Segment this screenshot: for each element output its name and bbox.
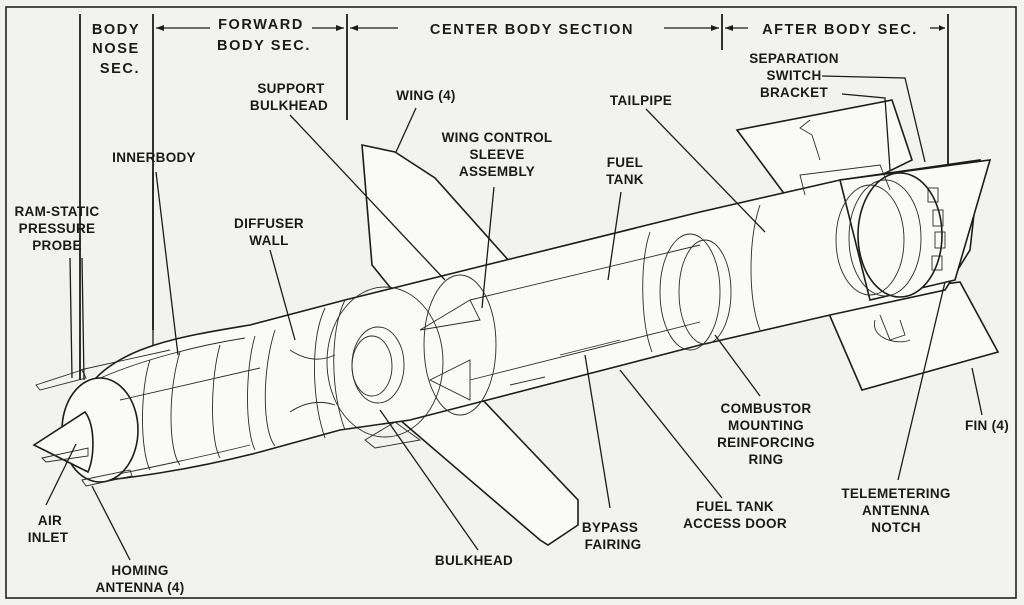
label-line: SUPPORT <box>257 81 325 96</box>
section-title-line: BODY <box>92 22 140 38</box>
section-title-forward-body: FORWARD BODY SEC. <box>217 17 311 54</box>
label-line: RAM-STATIC <box>15 204 100 219</box>
label-tailpipe: TAILPIPE <box>610 93 672 108</box>
label-line: ACCESS DOOR <box>683 516 787 531</box>
label-combustor-mounting-reinforcing-ring: COMBUSTOR MOUNTING REINFORCING RING <box>717 401 815 467</box>
label-innerbody: INNERBODY <box>112 150 196 165</box>
label-line: BYPASS <box>582 520 638 535</box>
label-line: TELEMETERING <box>841 486 950 501</box>
label-line: HOMING <box>111 563 168 578</box>
label-line: COMBUSTOR <box>721 401 812 416</box>
section-title-after-body: AFTER BODY SEC. <box>762 22 918 38</box>
label-bypass-fairing: BYPASS FAIRING <box>582 520 642 552</box>
label-line: SEPARATION <box>749 51 839 66</box>
label-line: REINFORCING <box>717 435 815 450</box>
label-separation-switch-bracket: SEPARATION SWITCH BRACKET <box>749 51 839 100</box>
label-line: MOUNTING <box>728 418 804 433</box>
label-line: ANTENNA (4) <box>95 580 184 595</box>
section-arrows <box>156 25 945 31</box>
label-support-bulkhead: SUPPORT BULKHEAD <box>250 81 328 113</box>
label-line: NOTCH <box>871 520 921 535</box>
label-line: BULKHEAD <box>250 98 328 113</box>
leader-lines <box>45 75 983 561</box>
label-line: SWITCH <box>766 68 821 83</box>
label-line: INLET <box>28 530 69 545</box>
section-title-line: SEC. <box>100 61 140 77</box>
label-line: ASSEMBLY <box>459 164 535 179</box>
label-fin: FIN (4) <box>965 418 1009 433</box>
label-wing: WING (4) <box>396 88 455 103</box>
label-line: SLEEVE <box>469 147 524 162</box>
label-line: AIR <box>38 513 62 528</box>
label-diffuser-wall: DIFFUSER WALL <box>234 216 304 248</box>
label-line: BRACKET <box>760 85 829 100</box>
label-line: PRESSURE <box>19 221 96 236</box>
label-line: RING <box>749 452 784 467</box>
label-telemetering-antenna-notch: TELEMETERING ANTENNA NOTCH <box>841 486 950 535</box>
diagram-frame <box>5 6 1017 599</box>
label-line: WALL <box>249 233 288 248</box>
label-line: DIFFUSER <box>234 216 304 231</box>
missile-illustration <box>32 99 1000 546</box>
label-line: ANTENNA <box>862 503 930 518</box>
label-line: FUEL TANK <box>696 499 774 514</box>
lower-wing <box>398 394 579 546</box>
label-line: WING CONTROL <box>442 130 553 145</box>
label-ram-static-pressure-probe: RAM-STATIC PRESSURE PROBE <box>15 204 100 253</box>
label-line: FAIRING <box>585 537 642 552</box>
label-line: FUEL <box>607 155 643 170</box>
label-fuel-tank-access-door: FUEL TANK ACCESS DOOR <box>683 499 787 531</box>
label-line: TANK <box>606 172 644 187</box>
label-line: PROBE <box>32 238 82 253</box>
upper-fin <box>735 99 913 217</box>
section-title-center-body: CENTER BODY SECTION <box>430 22 634 38</box>
section-title-body-nose: BODY NOSE SEC. <box>92 22 140 77</box>
section-title-line: BODY SEC. <box>217 38 311 54</box>
label-fuel-tank: FUEL TANK <box>606 155 644 187</box>
label-wing-control-sleeve-assembly: WING CONTROL SLEEVE ASSEMBLY <box>442 130 553 179</box>
label-homing-antenna: HOMING ANTENNA (4) <box>95 563 184 595</box>
section-title-line: FORWARD <box>218 17 304 33</box>
label-bulkhead: BULKHEAD <box>435 553 513 568</box>
label-air-inlet: AIR INLET <box>28 513 69 545</box>
section-title-line: NOSE <box>92 41 140 57</box>
